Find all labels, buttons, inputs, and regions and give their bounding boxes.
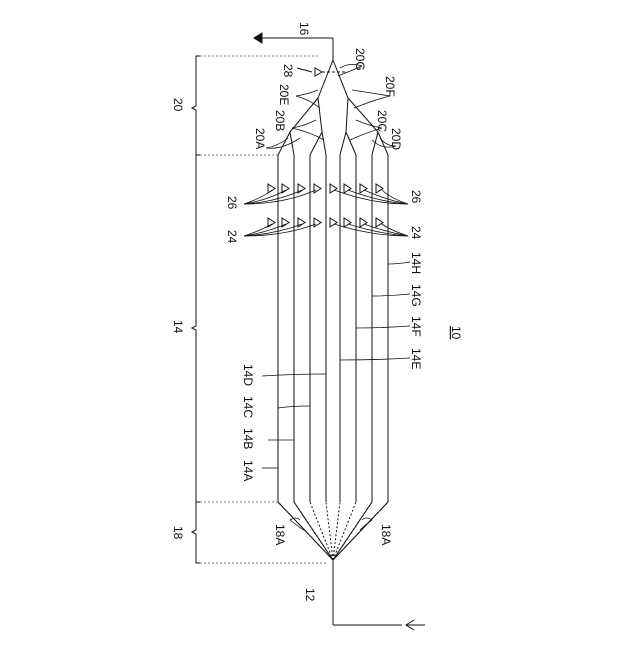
figure-labels: 16 28 20G 20E 20F 20B 20C 20A 20D 20 14 … bbox=[171, 22, 463, 602]
label-fig-10: 10 bbox=[449, 326, 463, 340]
label-20c: 20C bbox=[375, 110, 389, 132]
label-14h: 14H bbox=[409, 252, 423, 274]
label-ps-24-left: 24 bbox=[225, 230, 239, 244]
splitter-arms bbox=[278, 502, 388, 560]
label-14d: 14D bbox=[241, 364, 255, 386]
label-section-18: 18 bbox=[171, 526, 185, 540]
label-monitor-28: 28 bbox=[281, 64, 295, 78]
label-18a-left: 18A bbox=[273, 524, 287, 545]
label-14a: 14A bbox=[241, 460, 255, 481]
splitter-fan bbox=[278, 502, 388, 560]
leader-lines bbox=[244, 64, 410, 530]
label-20b: 20B bbox=[273, 110, 287, 131]
label-14f: 14F bbox=[409, 316, 423, 337]
label-amp-26-left: 26 bbox=[225, 196, 239, 210]
label-20f: 20F bbox=[383, 76, 397, 97]
label-input-12: 12 bbox=[303, 588, 317, 602]
label-20g: 20G bbox=[353, 48, 367, 71]
label-20a: 20A bbox=[253, 128, 267, 149]
label-20d: 20D bbox=[389, 128, 403, 150]
label-14c: 14C bbox=[241, 396, 255, 418]
label-amp-26-right: 26 bbox=[409, 190, 423, 204]
label-section-20: 20 bbox=[171, 98, 185, 112]
label-14e: 14E bbox=[409, 348, 423, 369]
section-brackets bbox=[192, 56, 200, 563]
input-waveguide bbox=[333, 560, 425, 630]
label-14b: 14B bbox=[241, 428, 255, 449]
channel-waveguides bbox=[278, 155, 388, 502]
label-ps-24-right: 24 bbox=[409, 226, 423, 240]
label-18a-right: 18A bbox=[379, 524, 393, 545]
label-output-16: 16 bbox=[297, 22, 311, 36]
bracket-14 bbox=[192, 155, 200, 502]
label-section-14: 14 bbox=[171, 320, 185, 334]
monitor-tap bbox=[297, 68, 345, 76]
bracket-20 bbox=[192, 56, 200, 155]
label-14g: 14G bbox=[409, 284, 423, 307]
bracket-18 bbox=[192, 502, 200, 563]
label-20e: 20E bbox=[277, 84, 291, 105]
